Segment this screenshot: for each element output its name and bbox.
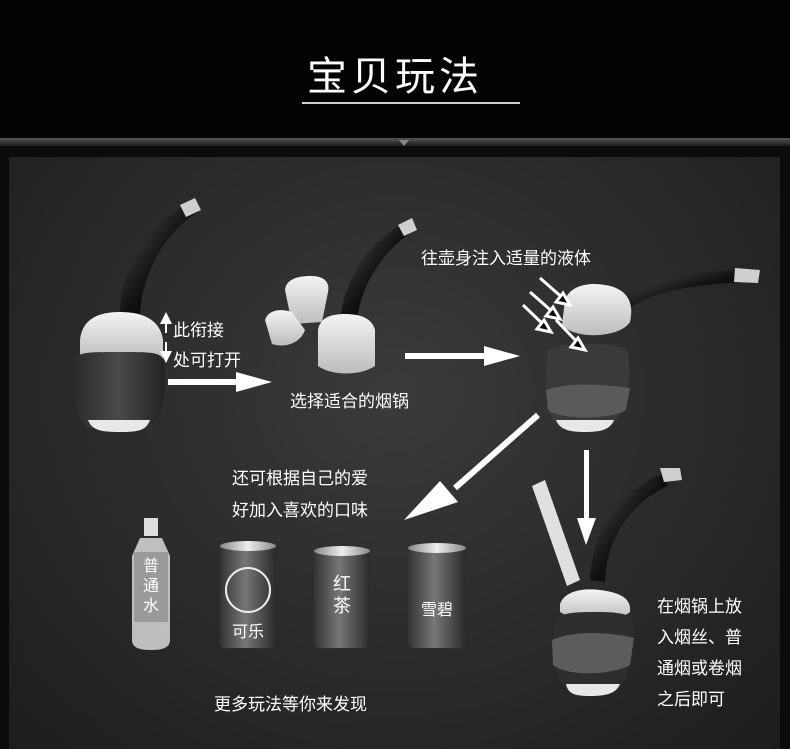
place-line-4: 之后即可 — [657, 690, 725, 710]
arrow-to-drinks-icon — [404, 412, 540, 520]
arrow-step-1-icon — [168, 372, 272, 392]
pipe-disassembled — [265, 218, 417, 374]
cola-can — [220, 541, 276, 648]
arrow-down-icon — [577, 450, 596, 545]
water-label: 普 通 水 — [137, 556, 165, 616]
tea-label: 红 茶 — [328, 574, 356, 618]
tea-char-2: 茶 — [333, 596, 351, 617]
header-separator — [0, 138, 790, 146]
title-underline — [302, 102, 520, 104]
water-bottle — [132, 518, 170, 650]
label-connect-line2: 处可打开 — [173, 351, 241, 371]
sprite-can — [408, 543, 466, 648]
pipe-filling — [545, 268, 760, 432]
label-connect-line1: 此衔接 — [173, 321, 224, 341]
water-char-3: 水 — [142, 596, 159, 615]
cola-label: 可乐 — [231, 622, 264, 641]
place-line-3: 通烟或卷烟 — [657, 659, 742, 679]
sprite-label: 雪碧 — [420, 600, 453, 619]
label-choose-bowl: 选择适合的烟锅 — [290, 392, 409, 412]
label-flavor-line1: 还可根据自己的爱 — [232, 469, 368, 489]
label-more-ways: 更多玩法等你来发现 — [214, 695, 367, 715]
pipe-final — [532, 468, 682, 696]
label-flavor-line2: 好加入喜欢的口味 — [232, 501, 368, 521]
pipe-assembled — [72, 198, 201, 432]
place-line-1: 在烟锅上放 — [657, 597, 742, 617]
water-char-2: 通 — [142, 576, 159, 595]
tea-char-1: 红 — [333, 574, 351, 595]
pour-arrows-icon — [521, 276, 589, 353]
label-pour-liquid: 往壶身注入适量的液体 — [421, 249, 591, 269]
header-banner — [0, 0, 790, 138]
water-char-1: 普 — [142, 556, 159, 575]
page-title: 宝贝玩法 — [307, 54, 483, 100]
label-place-tobacco: 在烟锅上放 入烟丝、普 通烟或卷烟 之后即可 — [657, 592, 742, 716]
separator-notch — [399, 140, 409, 146]
place-line-2: 入烟丝、普 — [657, 628, 742, 648]
arrow-step-2-icon — [405, 346, 520, 366]
tea-can — [314, 546, 370, 648]
